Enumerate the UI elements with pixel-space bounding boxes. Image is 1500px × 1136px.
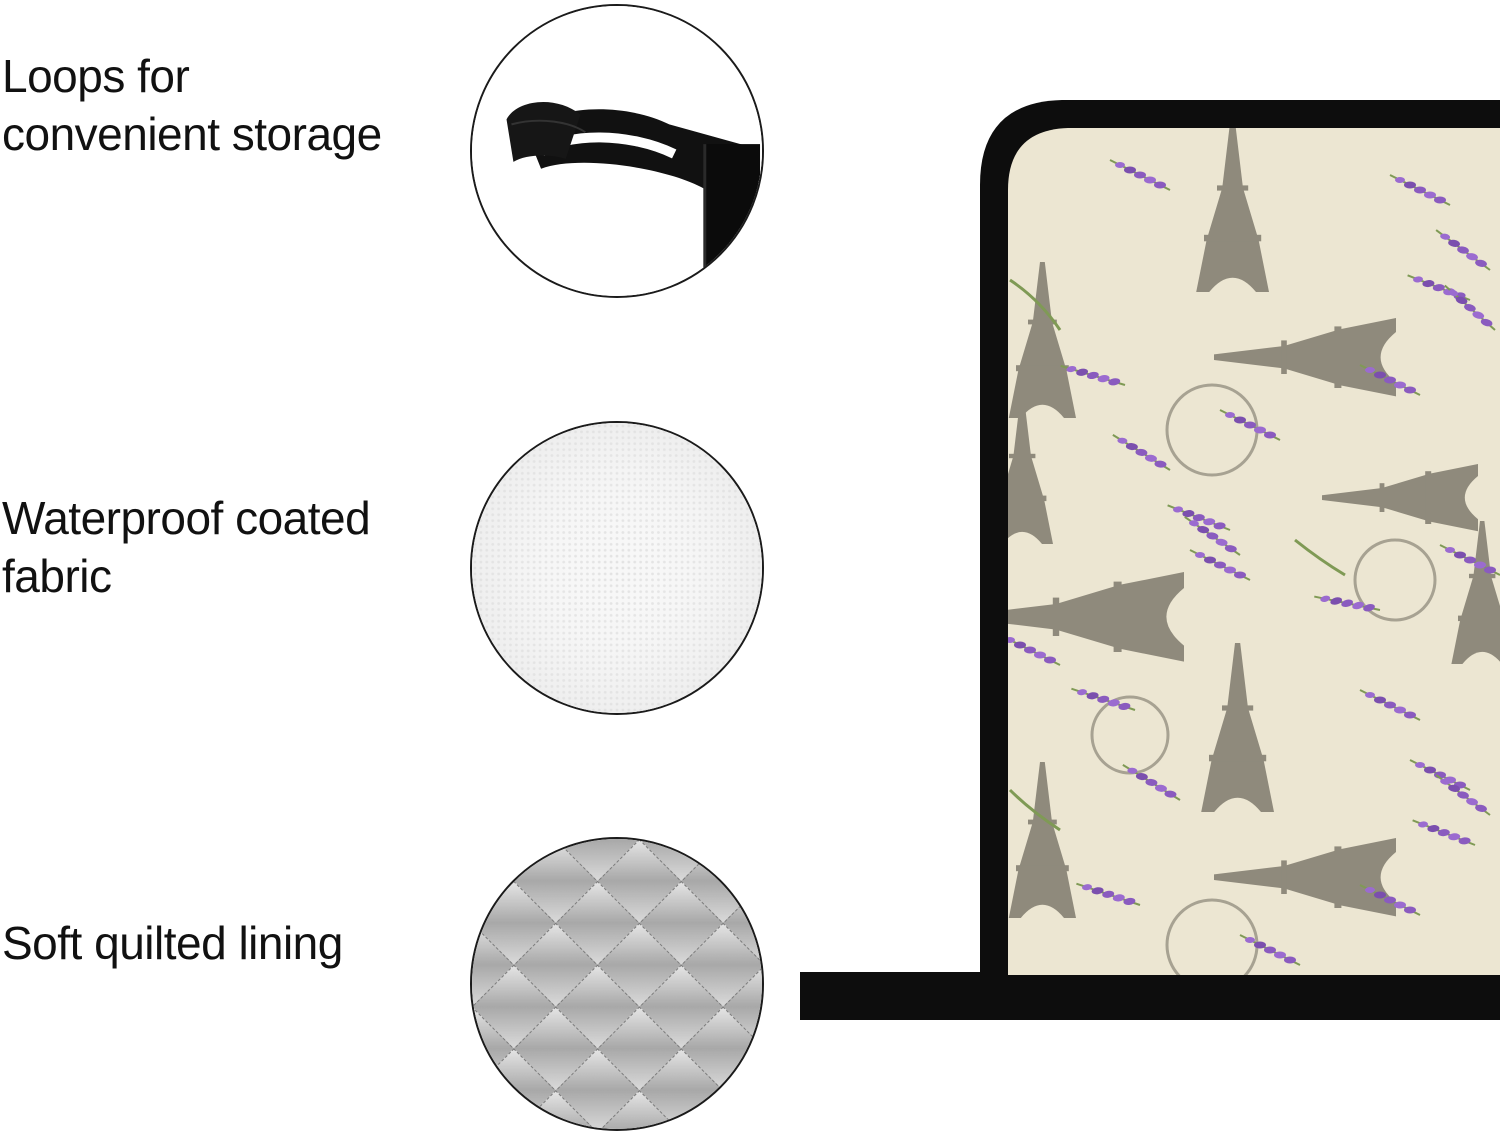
feature-label-waterproof: Waterproof coated fabric: [2, 492, 371, 602]
quilted-silver-picture: [472, 839, 762, 1129]
waterproof-fabric-image: [470, 421, 764, 715]
loop-detail-image: [470, 4, 764, 298]
mesh-texture-picture: [472, 423, 762, 713]
feature-label-loops: Loops for convenient storage: [2, 50, 382, 160]
hanging-loop-picture: [472, 6, 762, 296]
feature-label-lining: Soft quilted lining: [2, 917, 343, 969]
quilted-lining-image: [470, 837, 764, 1131]
